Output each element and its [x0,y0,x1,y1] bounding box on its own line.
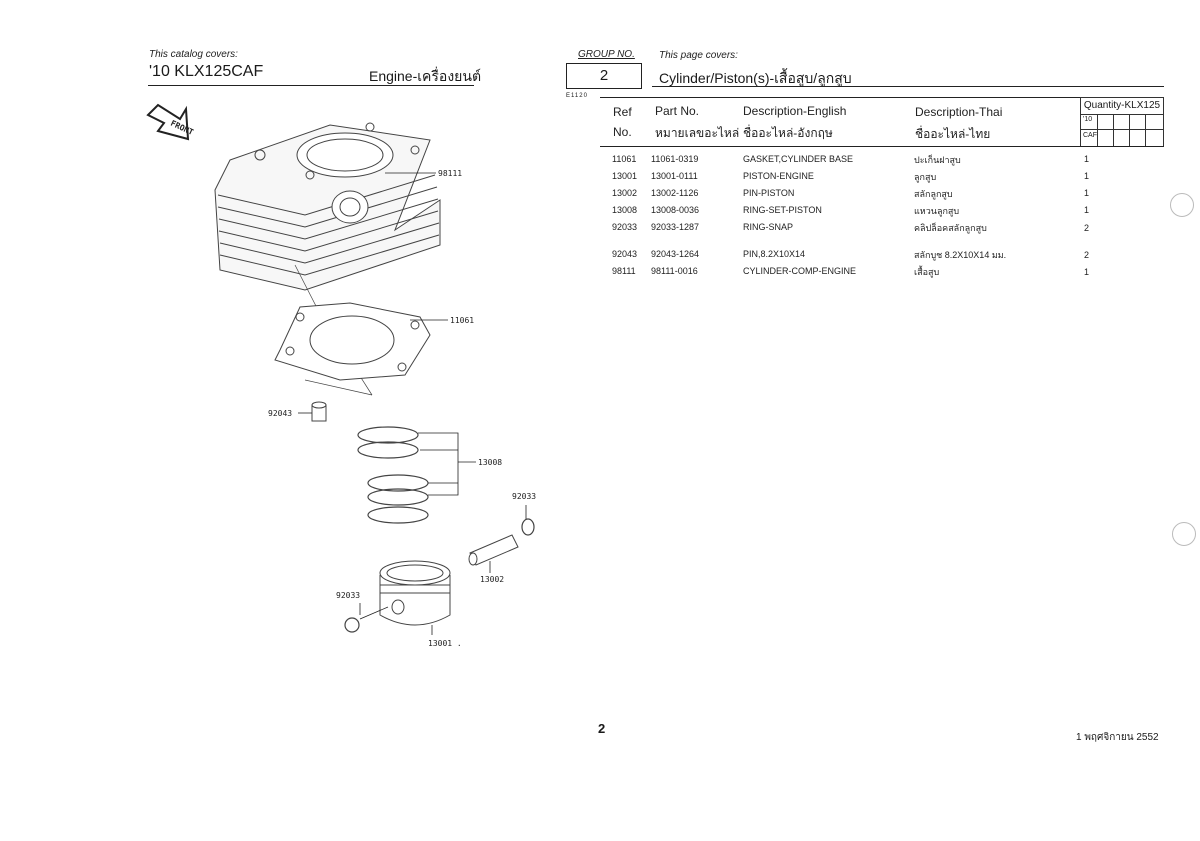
exploded-parts-diagram: FRONT 98111 11061 92043 [146,103,536,648]
row-part: 13001-0111 [651,171,698,181]
piston-drawing [379,560,451,626]
callout-98111: 98111 [438,169,462,178]
binder-hole-top [1170,193,1194,217]
row-desc-th: สลักลูกสูบ [914,189,953,199]
row-desc-en: CYLINDER-COMP-ENGINE [743,266,857,276]
row-part: 92043-1264 [651,249,700,259]
row-qty: 1 [1084,267,1090,277]
footer-date: 1 พฤศจิกายน 2552 [1076,732,1159,743]
group-number-box: 2 [566,63,642,89]
header-rule-left [148,85,474,86]
snap-ring-right-drawing [521,518,535,536]
row-part: 11061-0319 [651,154,699,164]
catalog-covers-label: This catalog covers: [149,49,238,60]
row-qty: 1 [1084,188,1090,198]
row-desc-th: สลักบูช 8.2X10X14 มม. [914,250,1007,260]
row-ref: 11061 [612,154,637,164]
piston-rings-drawing [357,426,429,524]
row-part: 98111-0016 [651,266,698,276]
th-part-1: Part No. [655,104,700,118]
row-desc-en: PIN-PISTON [743,188,795,198]
group-label: GROUP NO. [578,49,635,60]
th-desc-th-2: ชื่ออะไหล่-ไทย [915,127,991,141]
table-header-rule [600,146,1164,147]
row-desc-en: PISTON-ENGINE [743,171,814,181]
row-part: 13002-1126 [651,188,699,198]
callout-92043: 92043 [268,409,292,418]
callout-13008: 13008 [478,458,502,467]
callout-11061: 11061 [450,316,474,325]
page-title: Cylinder/Piston(s)-เสื้อสูบ/ลูกสูบ [659,70,852,86]
row-ref: 13002 [612,188,638,198]
model-name: '10 KLX125CAF [149,63,264,80]
front-arrow-icon: FRONT [146,103,195,141]
row-qty: 2 [1084,223,1090,233]
th-ref-1: Ref [613,105,632,119]
row-part: 92033-1287 [651,222,700,232]
row-desc-th: ปะเก็นฝาสูบ [914,155,961,165]
th-part-2: หมายเลขอะไหล่ [655,126,740,140]
row-desc-en: RING-SNAP [743,222,794,232]
row-ref: 13001 [612,171,638,181]
snap-ring-left-drawing [344,617,360,633]
th-desc-en-2: ชื่ออะไหล่-อังกฤษ [743,126,833,140]
row-desc-en: PIN,8.2X10X14 [743,249,806,259]
callout-92033-right: 92033 [512,492,536,501]
th-desc-th-1: Description-Thai [915,105,1003,119]
row-desc-th: ลูกสูบ [914,172,937,182]
row-desc-en: GASKET,CYLINDER BASE [743,154,854,164]
header-rule-right [652,86,1164,87]
row-ref: 13008 [612,205,638,215]
row-ref: 92033 [612,222,638,232]
row-ref: 92043 [612,249,638,259]
row-desc-th: เสื้อสูบ [914,267,940,277]
th-ref-2: No. [613,125,632,139]
row-qty: 1 [1084,205,1090,215]
row-desc-th: แหวนลูกสูบ [914,206,960,216]
row-desc-en: RING-SET-PISTON [743,205,822,215]
dowel-pin-drawing [311,401,327,422]
callout-13002: 13002 [480,575,504,584]
page-covers-label: This page covers: [659,50,738,61]
gasket-drawing [274,302,431,381]
quantity-year: '10 [1083,116,1093,123]
page-number: 2 [598,721,606,736]
row-qty: 2 [1084,250,1090,260]
callout-92033-left: 92033 [336,591,360,600]
row-desc-th: คลิปล็อคสลักลูกสูบ [914,223,987,233]
quantity-title: Quantity-KLX125 [1081,98,1163,115]
cylinder-drawing [214,122,441,291]
quantity-box: Quantity-KLX125 '10 CAF [1080,97,1164,147]
piston-pin-drawing [468,534,519,566]
table-top-rule [600,97,1080,98]
row-qty: 1 [1084,171,1090,181]
row-ref: 98111 [612,266,636,276]
quantity-grid: '10 CAF [1081,114,1163,146]
quantity-model: CAF [1083,132,1097,139]
section-code: E1120 [566,93,588,99]
th-desc-en-1: Description-English [743,104,847,118]
binder-hole-bottom [1172,522,1196,546]
row-part: 13008-0036 [651,205,700,215]
section-name: Engine-เครื่องยนต์ [369,68,482,84]
row-qty: 1 [1084,154,1090,164]
callout-13001: 13001 . [428,639,462,648]
